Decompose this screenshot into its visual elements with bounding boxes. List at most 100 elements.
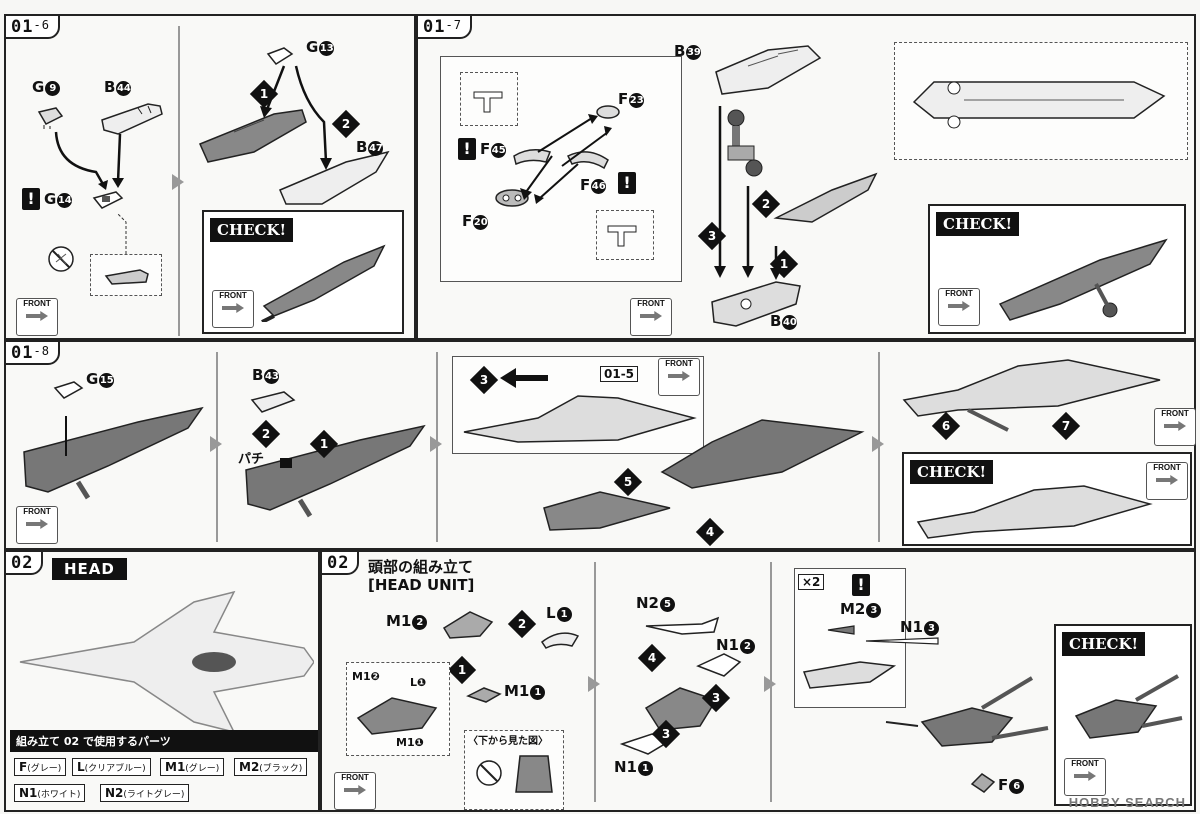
part-f20-illustration [495, 189, 529, 207]
inset-label-l1: L❶ [410, 676, 427, 689]
step-7-marker: 7 [1051, 411, 1081, 441]
nose-section-assembly [660, 419, 865, 489]
step-1-marker: 1 [769, 249, 799, 279]
step-02-head-panel: 02 HEAD 組み立て 02 で使用するパーツ F(グレー) L(クリアブルー… [4, 550, 320, 812]
part-n13-illustration [865, 637, 939, 645]
check-assembled-part [261, 244, 386, 322]
check-label: CHECK! [910, 460, 994, 484]
inset-head-part [356, 697, 438, 735]
step-number-tag: 02 [320, 550, 360, 575]
parts-used-title: 組み立て 02 で使用するパーツ [10, 730, 318, 752]
head-title: HEAD [52, 558, 127, 580]
main-body-part [198, 109, 307, 163]
partial-assembly-upper [902, 359, 1161, 432]
front-direction-icon: FRONT [658, 358, 700, 396]
detail-f46-box [596, 210, 654, 260]
part-g9-illustration [37, 107, 64, 129]
direction-arrow [500, 368, 548, 388]
part-b43-illustration [250, 391, 296, 413]
part-chip-m1: M1(グレー) [160, 758, 225, 776]
front-direction-icon: FRONT [1154, 408, 1196, 446]
front-direction-icon: FRONT [16, 506, 58, 544]
step-1-marker: 1 [309, 429, 339, 459]
inset-label-m11: M1❶ [396, 736, 424, 749]
nose-section-reference [463, 395, 697, 443]
step-4-marker: 4 [637, 643, 667, 673]
head-unit-title-jp: 頭部の組み立て [368, 558, 474, 576]
inset-label-m12: M1❷ [352, 670, 380, 683]
step-3-marker: 3 [697, 221, 727, 251]
step-3-marker: 3 [701, 683, 731, 713]
part-f6-illustration [970, 773, 996, 793]
front-direction-icon: FRONT [16, 298, 58, 336]
check-label: CHECK! [210, 218, 294, 242]
part-m12-illustration [442, 611, 494, 639]
sub-assembly-arrows [520, 114, 612, 204]
part-b44-illustration [101, 103, 163, 135]
caution-icon: ! [458, 138, 476, 160]
part-chip-m2: M2(ブラック) [234, 758, 308, 776]
check-box: CHECK! FRONT [928, 204, 1186, 334]
m23-inset-part [802, 661, 897, 689]
part-ball-joint [727, 109, 763, 177]
main-assembly-arrows [714, 106, 782, 280]
step-number-tag: 02 [4, 550, 44, 575]
detail-pointer-line [117, 213, 127, 254]
front-direction-icon: FRONT [630, 298, 672, 336]
rear-section-assembly [543, 491, 671, 531]
step-1-marker: 1 [447, 655, 477, 685]
snap-sound-label: パチ [238, 452, 265, 467]
detail-f46-part [607, 225, 637, 247]
step-number-tag: 01-7 [416, 14, 472, 39]
part-b47-illustration [279, 150, 390, 205]
part-m23-illustration [827, 625, 855, 635]
part-g15-illustration [53, 381, 84, 399]
next-step-arrow [872, 436, 884, 452]
no-cut-icon [476, 760, 502, 786]
next-step-arrow [764, 676, 776, 692]
check-label: CHECK! [936, 212, 1020, 236]
step-2-marker: 2 [331, 109, 361, 139]
check-assembled-part [998, 238, 1168, 321]
check-label: CHECK! [1062, 632, 1146, 656]
detail-f45-part [473, 91, 503, 113]
step-number-tag: 01-8 [4, 340, 60, 365]
check-box: CHECK! FRONT [1054, 624, 1192, 806]
part-m11-illustration [466, 687, 502, 703]
caution-icon: ! [852, 574, 870, 596]
caution-icon: ! [618, 172, 636, 194]
step-1-marker: 1 [249, 79, 279, 109]
part-f45-illustration [513, 149, 552, 166]
check-assembled-part [1074, 674, 1183, 739]
front-direction-icon: FRONT [334, 772, 376, 810]
front-direction-icon: FRONT [212, 290, 254, 328]
front-direction-icon: FRONT [1064, 758, 1106, 796]
part-chip-n1: N1(ホワイト) [14, 784, 86, 802]
step-3-marker: 3 [651, 719, 681, 749]
part-g14-illustration [92, 191, 124, 209]
body-assembly-2 [245, 424, 426, 518]
next-step-arrow [210, 436, 222, 452]
step-2-marker: 2 [751, 189, 781, 219]
detail-frame-part [912, 81, 1166, 129]
front-direction-icon: FRONT [938, 288, 980, 326]
part-b39-illustration [715, 45, 822, 95]
bottom-view-label: 〈下から見た図〉 [468, 736, 548, 747]
